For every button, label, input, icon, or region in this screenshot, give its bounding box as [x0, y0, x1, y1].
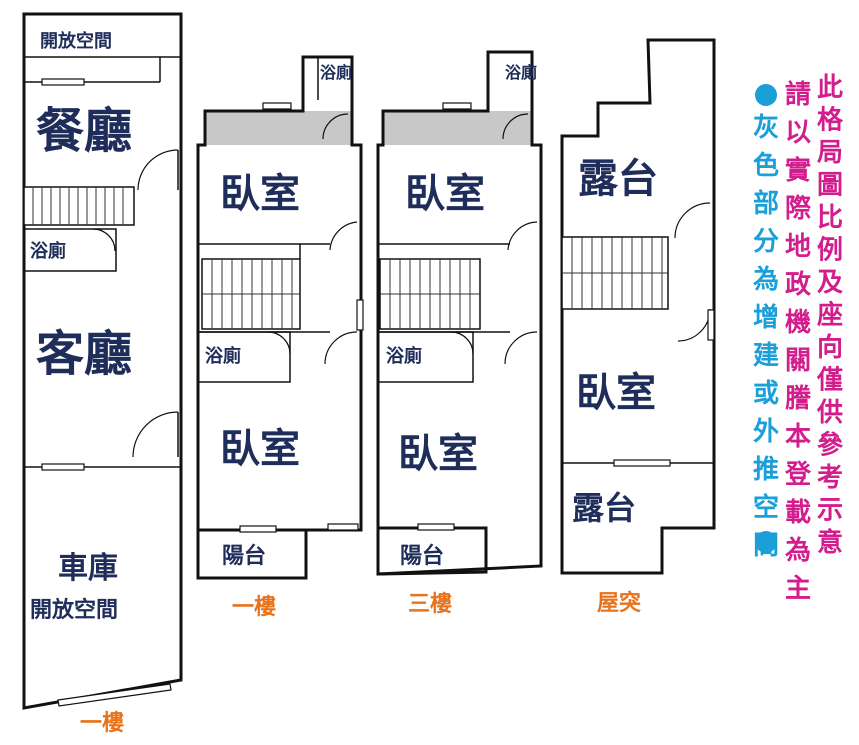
room-terrace-bottom: 露台: [572, 489, 636, 527]
plan-2: 浴廁 臥室 浴廁 臥室 陽台 一樓: [196, 55, 364, 620]
room-garage: 車庫: [58, 551, 118, 586]
room-bedroom-bottom: 臥室: [398, 430, 478, 477]
plan-4: 露台 臥室 露台 屋突: [560, 38, 716, 616]
floor-label-roof: 屋突: [597, 590, 641, 616]
garage-door: [57, 683, 172, 707]
room-bedroom-bottom: 臥室: [220, 425, 300, 472]
bullet-bottom: [755, 531, 777, 553]
staircase: [561, 236, 669, 310]
room-bedroom: 臥室: [576, 369, 656, 416]
room-bedroom-top: 臥室: [220, 170, 300, 217]
room-open-space-bottom: 開放空間: [30, 597, 118, 623]
window: [41, 463, 85, 471]
note-cyan: 灰色部分為增建或外推空間: [753, 113, 779, 561]
plan-1: 開放空間 餐廳 浴廁 客廳 車庫 開放空間 一樓: [22, 12, 183, 736]
room-balcony: 陽台: [400, 543, 444, 569]
door-swing: [137, 149, 179, 191]
room-bath-mid: 浴廁: [205, 345, 241, 367]
staircase: [379, 258, 481, 330]
room-terrace-top: 露台: [578, 155, 658, 202]
legend-notes: 此格局圖比例及座向僅供參考示意 請以實際地政機關謄本登載為主 灰色部分為增建或外…: [753, 73, 844, 604]
floor-label-1: 一樓: [80, 711, 124, 736]
room-bedroom-top: 臥室: [405, 170, 485, 217]
room-living: 客廳: [36, 326, 132, 382]
extension-area: [383, 111, 489, 145]
bullet-top: [755, 84, 777, 106]
plan-3: 浴廁 臥室 浴廁 臥室 陽台 三樓: [376, 50, 543, 617]
room-balcony: 陽台: [222, 543, 266, 569]
room-open-space-top: 開放空間: [40, 30, 112, 52]
floor-label-2: 一樓: [232, 595, 276, 620]
room-bath: 浴廁: [30, 240, 66, 262]
note-pink-line-1: 此格局圖比例及座向僅供參考示意: [816, 73, 844, 558]
plan-1-outline: [22, 12, 183, 710]
window: [41, 78, 85, 86]
staircase: [201, 258, 301, 330]
room-bath-top: 浴廁: [320, 63, 352, 82]
room-bath-mid: 浴廁: [386, 345, 422, 367]
staircase: [23, 186, 135, 226]
floor-label-3: 三樓: [408, 592, 452, 617]
extension-area: [205, 111, 308, 145]
note-pink-line-2: 請以實際地政機關謄本登載為主: [784, 79, 812, 604]
room-dining: 餐廳: [36, 103, 132, 159]
room-bath-top: 浴廁: [505, 63, 537, 82]
